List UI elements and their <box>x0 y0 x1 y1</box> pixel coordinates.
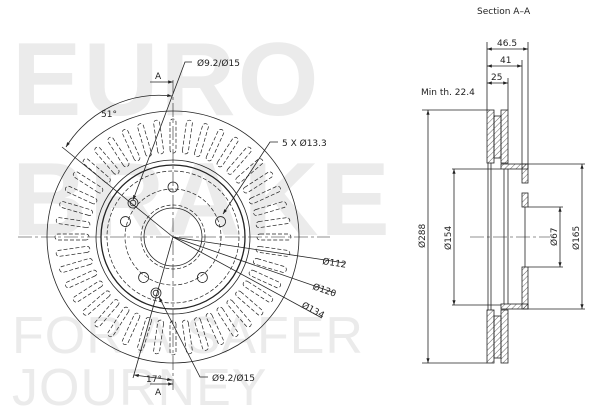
vent-slot <box>121 129 141 162</box>
bolt-hole <box>138 272 150 283</box>
vent-slot <box>216 136 239 168</box>
vent-slot <box>194 317 209 351</box>
hat-face-bottom <box>521 266 529 310</box>
vent-slot <box>182 319 193 355</box>
vent-slot <box>216 306 239 338</box>
vent-slot <box>253 258 287 273</box>
vent-slot <box>55 246 91 257</box>
front-view: A A 51° 17° Ø9.2/Ø15 5 X Ø13.3 Ø9.2/Ø15 … <box>18 58 347 398</box>
dia-67-label: Ø67 <box>549 227 560 246</box>
section-title: Section A–A <box>477 7 531 17</box>
section-mark-top: A <box>155 72 162 82</box>
section-view: Section A–A 46.5 41 25 Min th. 22.4 Ø288… <box>417 7 585 364</box>
dia-288-label: Ø288 <box>417 223 428 248</box>
width-46-5-label: 46.5 <box>497 39 517 49</box>
vent-slot <box>59 258 93 273</box>
friction-ring-bottom-outboard <box>486 309 495 364</box>
vent-slot <box>248 269 281 289</box>
leader-hole-top <box>132 61 192 201</box>
vent-slot <box>82 290 111 316</box>
vent-slot <box>137 317 152 351</box>
vent-slot <box>205 312 225 345</box>
angle-dim-17 <box>133 374 173 381</box>
dia-120-label: Ø120 <box>311 281 338 299</box>
vent-slot <box>205 129 225 162</box>
vent-slot <box>59 201 93 216</box>
angle-51-label: 51° <box>101 110 117 120</box>
hat-face-top <box>521 163 529 184</box>
vent-slot <box>137 123 152 157</box>
vent-slot <box>65 185 98 205</box>
vent-slot <box>226 146 252 175</box>
vent-slot <box>94 146 120 175</box>
technical-drawing: A A 51° 17° Ø9.2/Ø15 5 X Ø13.3 Ø9.2/Ø15 … <box>18 7 585 398</box>
vane-bottom <box>493 315 502 359</box>
vent-slot <box>72 280 104 303</box>
bolt-holes <box>120 181 226 283</box>
vent-slot <box>242 171 274 194</box>
friction-ring-bottom-inboard <box>500 309 509 364</box>
bolt-holes-label: 5 X Ø13.3 <box>282 138 327 149</box>
dia-134-label: Ø134 <box>300 300 327 321</box>
min-thickness-label: Min th. 22.4 <box>421 88 475 98</box>
vane-top <box>493 115 502 159</box>
hole-top-label: Ø9.2/Ø15 <box>197 58 240 69</box>
hat-face-mid-top <box>521 192 529 208</box>
bolt-hole <box>120 216 131 227</box>
vent-slot <box>82 158 111 184</box>
vent-slot <box>255 217 291 228</box>
vent-slot <box>242 280 274 303</box>
bolt-hole <box>215 216 226 227</box>
dia-165-label: Ø165 <box>571 226 582 250</box>
angle-leg-51 <box>61 146 174 238</box>
vent-slot <box>107 306 130 338</box>
vent-slot <box>94 299 120 328</box>
dim-line-134 <box>172 236 323 319</box>
vent-slot <box>248 185 281 205</box>
dia-154-label: Ø154 <box>443 225 454 250</box>
leader-hole-bottom <box>158 296 208 378</box>
dim-line-120 <box>172 236 336 294</box>
bolt-hole <box>196 272 208 283</box>
vent-slot <box>226 299 252 328</box>
dia-112-label: Ø112 <box>322 256 348 271</box>
vent-slot <box>55 217 91 228</box>
vent-slot <box>72 171 104 194</box>
leader-bolt-holes <box>222 141 278 215</box>
section-mark-bottom: A <box>155 388 162 398</box>
width-41-label: 41 <box>500 56 511 66</box>
vent-slot <box>107 136 130 168</box>
dim-line-112 <box>172 236 346 264</box>
width-25-label: 25 <box>491 73 502 83</box>
friction-ring-top-inboard <box>500 109 509 164</box>
vent-slot <box>253 201 287 216</box>
vent-slot <box>121 312 141 345</box>
vent-slot <box>65 269 98 289</box>
vent-slot <box>153 319 164 355</box>
angle-leg-17 <box>132 236 174 379</box>
vent-slot <box>194 123 209 157</box>
vent-slot <box>235 290 264 316</box>
vent-slot <box>153 119 164 155</box>
locating-hole-top-inner <box>129 199 137 207</box>
vent-slot <box>235 158 264 184</box>
hole-bottom-label: Ø9.2/Ø15 <box>212 373 255 384</box>
vent-slot <box>255 246 291 257</box>
vent-slot <box>182 119 193 155</box>
friction-ring-top-outboard <box>486 109 495 164</box>
angle-arc-51 <box>65 93 173 148</box>
angle-17-label: 17° <box>146 375 162 385</box>
